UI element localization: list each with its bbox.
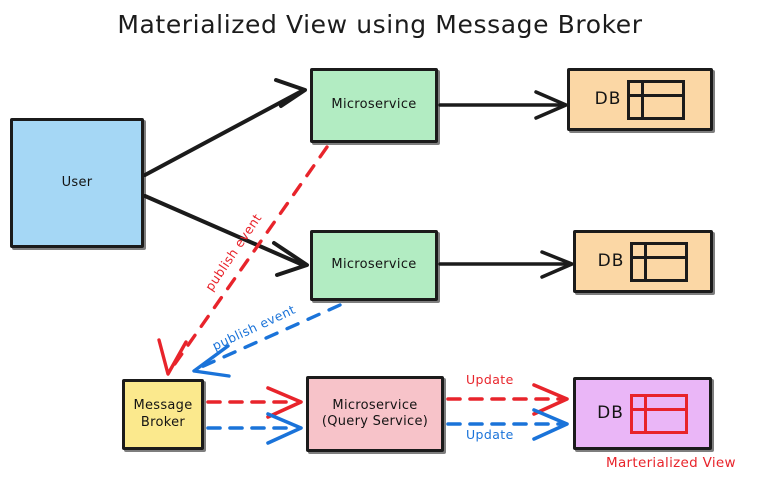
node-microservice-2-label: Microservice (331, 257, 417, 273)
node-materialized-database[interactable]: DB (573, 377, 712, 450)
edge-user-to-microservice-2 (143, 194, 309, 277)
node-microservice-1-label: Microservice (331, 97, 417, 113)
table-icon (629, 393, 688, 434)
node-query-service-label-line2: (Query Service) (321, 414, 429, 429)
table-icon (630, 241, 689, 282)
node-query-service[interactable]: Microservice (Query Service) (306, 376, 444, 452)
edge-broker-to-query-service-blue (206, 412, 303, 445)
edge-label-update-red: Update (466, 372, 514, 387)
node-database-2[interactable]: DB (573, 230, 713, 293)
node-database-1[interactable]: DB (567, 68, 713, 131)
node-message-broker-label-line1: Message (133, 398, 193, 414)
page-title: Materialized View using Message Broker (117, 10, 643, 39)
node-user[interactable]: User (10, 118, 144, 248)
node-message-broker-label: Message Broker (133, 398, 192, 431)
table-icon (627, 79, 686, 120)
node-database-2-label: DB (597, 250, 625, 271)
edge-label-update-blue: Update (466, 427, 514, 442)
edge-microservice-2-to-broker-publish (192, 303, 342, 378)
edge-query-service-to-materialized-db-red (446, 383, 569, 416)
node-user-label: User (61, 174, 93, 190)
node-message-broker-label-line2: Broker (140, 414, 186, 430)
node-materialized-database-label: DB (597, 402, 624, 423)
edge-user-to-microservice-1 (143, 78, 307, 177)
node-database-1-label: DB (594, 88, 622, 109)
materialized-view-caption: Marterialized View (606, 455, 736, 471)
edge-microservice-1-to-database-1 (438, 90, 568, 120)
node-query-service-label: Microservice (Query Service) (322, 398, 428, 431)
edge-broker-to-query-service-red (206, 386, 303, 419)
node-query-service-label-line1: Microservice (332, 397, 418, 413)
edge-microservice-2-to-database-2 (438, 250, 574, 279)
edge-microservice-1-to-broker-publish (157, 145, 329, 376)
node-microservice-1[interactable]: Microservice (310, 68, 438, 143)
node-microservice-2[interactable]: Microservice (310, 230, 438, 301)
edge-query-service-to-materialized-db-blue (446, 408, 569, 441)
node-message-broker[interactable]: Message Broker (122, 379, 204, 450)
